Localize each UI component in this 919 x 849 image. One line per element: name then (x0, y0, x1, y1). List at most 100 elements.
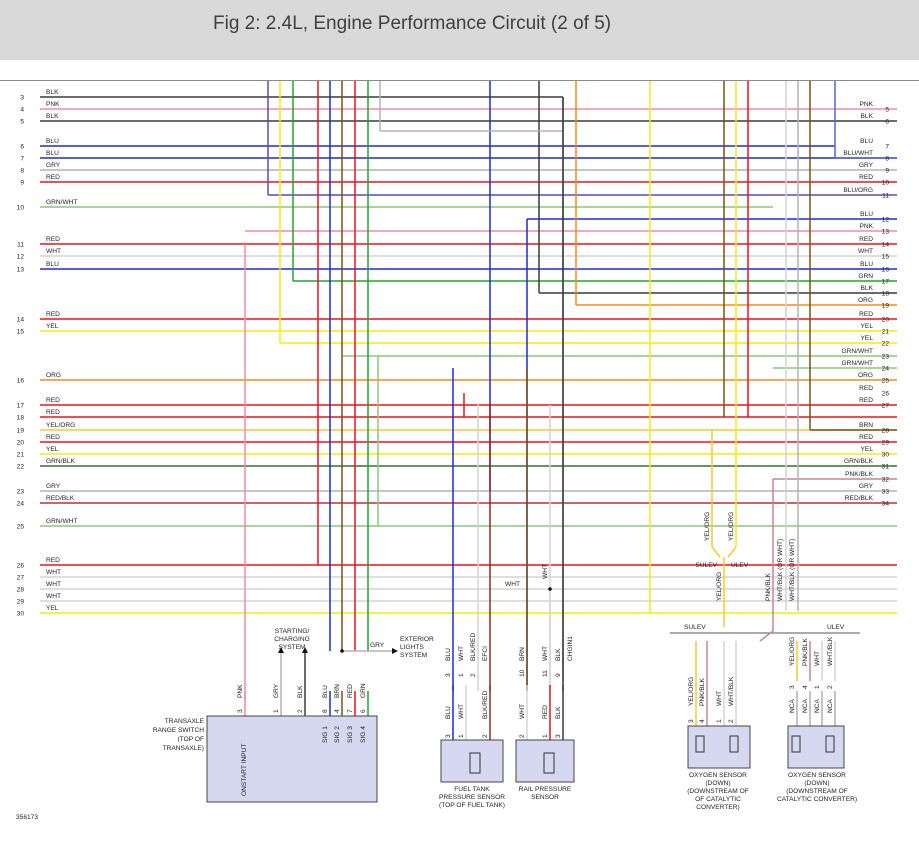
wire-label: RED (859, 397, 873, 404)
system-label: SYSTEM (278, 644, 305, 651)
component-label: OF CATALYTIC (695, 796, 741, 803)
wire-number: 28 (882, 428, 890, 435)
system-label: STARTING/ (275, 628, 310, 635)
wire-number: 15 (882, 254, 890, 261)
pin-number: 6 (360, 709, 367, 713)
wire-label: CHGIN1 (567, 636, 574, 661)
wire-label: WHT (46, 581, 61, 588)
wire-label: WHT (505, 581, 520, 588)
wire-label: BLK (297, 685, 304, 698)
wire-number: 30 (17, 611, 25, 618)
resistor-icon (729, 735, 739, 753)
splice-dot (340, 649, 344, 653)
wire-label: RED (46, 409, 60, 416)
wire-number: 21 (17, 452, 25, 459)
wire-label: RED (46, 397, 60, 404)
component-label: FUEL TANK (454, 786, 490, 793)
wire-label: WHT (46, 248, 61, 255)
wire-number: 4 (20, 107, 24, 114)
wire-label: WHT/BLK (OR WHT) (777, 539, 784, 601)
wire-label: YEL/ORG (728, 512, 735, 541)
wire-label: YEL (861, 335, 874, 342)
sig-label: SIG 3 (347, 726, 354, 743)
wire-label: WHT (46, 569, 61, 576)
wire-label: YEL (46, 323, 59, 330)
wire-number: 7 (20, 156, 24, 163)
wire-number: 16 (17, 378, 25, 385)
wire-number: 19 (17, 428, 25, 435)
wire-label: PNK/BLK (845, 471, 873, 478)
wire-number: 31 (882, 464, 890, 471)
figure-number: 356173 (16, 814, 38, 821)
pin-number: 3 (445, 734, 452, 738)
system-label: CHARGING (274, 636, 310, 643)
wire-label: BLK (555, 648, 562, 661)
wire-number: 3 (20, 95, 24, 102)
wire-number: 20 (17, 440, 25, 447)
wiring-diagram: 3BLK4PNK5BLK6BLU7BLU8GRY9RED10GRN/WHT11R… (16, 81, 897, 821)
wire-number: 17 (17, 403, 25, 410)
wire-label: RED (46, 174, 60, 181)
system-label: LIGHTS (400, 644, 424, 651)
component-label: TRANSAXLE (165, 718, 205, 725)
wire-number: 27 (17, 575, 25, 582)
nca-label: NCA (789, 698, 796, 713)
wire-label: BLU (860, 211, 873, 218)
component-label: OXYGEN SENSOR (689, 772, 747, 779)
sulev-label: SULEV (684, 624, 706, 631)
wire-number: 34 (882, 501, 890, 508)
wire-label: BLK/RED (470, 633, 477, 661)
wire-label: BLK (46, 89, 59, 96)
wire-number: 22 (17, 464, 25, 471)
wire-number: 9 (20, 180, 24, 187)
wire-number: 26 (882, 391, 890, 398)
pin-number: 7 (347, 709, 354, 713)
wire-label: GRN (360, 683, 367, 698)
pin-number: 11 (542, 670, 549, 677)
system-label: EXTERIOR (400, 636, 434, 643)
wire-number: 9 (885, 168, 889, 175)
wire-label: WHT (542, 564, 549, 579)
wire-number: 16 (882, 267, 890, 274)
wire-number: 11 (17, 242, 24, 249)
wire-number: 29 (17, 599, 25, 606)
wire-label: BRN (859, 422, 873, 429)
wire-label: GRY (46, 162, 61, 169)
wire-label: BLK (555, 706, 562, 719)
wire-label: ORG (858, 297, 873, 304)
wire-merge (727, 546, 737, 558)
wire-label: ORG (858, 372, 873, 379)
pin-number: 2 (519, 734, 526, 738)
wire-label: RED (46, 557, 60, 564)
wire-number: 6 (20, 144, 24, 151)
wire-label: BLU (860, 261, 873, 268)
ulev-label: ULEV (827, 624, 845, 631)
wire-label: YEL (46, 605, 59, 612)
splice-dot (548, 587, 552, 591)
wires-layer (40, 81, 897, 760)
wire-label: RED (347, 684, 354, 698)
wire-number: 14 (882, 242, 890, 249)
component-label: PRESSURE SENSOR (439, 794, 505, 801)
wire-number: 30 (882, 452, 890, 459)
wire-label: YEL (46, 446, 59, 453)
wire-label: WHT (519, 704, 526, 719)
wire-label: RED (542, 705, 549, 719)
wire-label: BLU (46, 150, 59, 157)
header-bar: Fig 2: 2.4L, Engine Performance Circuit … (0, 0, 919, 60)
component-label: (DOWNSTREAM OF (786, 788, 848, 795)
wire-label: RED (46, 434, 60, 441)
wire-label: WHT (716, 691, 723, 706)
wire-label: ORG (46, 372, 61, 379)
wire-label: RED/BLK (845, 495, 874, 502)
wire-label: WHT (542, 646, 549, 661)
wire-label: WHT (46, 593, 61, 600)
wire-label: BLK/RED (482, 691, 489, 719)
wire-label: WHT (814, 651, 821, 666)
wire-number: 23 (882, 354, 890, 361)
pin-number: 10 (519, 669, 526, 677)
pin-number: 3 (237, 709, 244, 713)
wire-number: 33 (882, 489, 890, 496)
labels-layer: 3BLK4PNK5BLK6BLU7BLU8GRY9RED10GRN/WHT11R… (16, 89, 889, 821)
component-label: (DOWN) (705, 780, 730, 787)
